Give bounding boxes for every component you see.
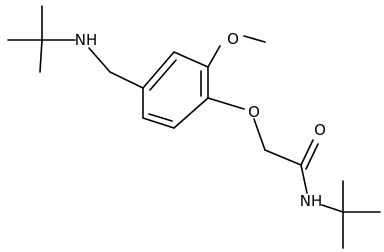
- carbonyl-bond: [305, 143, 319, 170]
- bond: [264, 149, 302, 166]
- oxyacetamide-chain: [207, 97, 319, 194]
- amine-tert-butyl-group: [7, 5, 76, 73]
- amide-tert-butyl-group: [321, 180, 381, 249]
- atom-label-group: NH O O O NH: [75, 30, 326, 210]
- bond: [142, 117, 175, 129]
- bond: [207, 97, 245, 110]
- bond: [39, 39, 43, 73]
- aromatic-inner-bond: [149, 59, 177, 91]
- bond: [109, 71, 144, 89]
- bond: [207, 45, 221, 68]
- benzene-ring: [142, 51, 209, 129]
- bond: [173, 97, 209, 129]
- benzyl-linker: [88, 47, 144, 89]
- bond: [173, 51, 209, 68]
- methoxy-group: [207, 35, 266, 68]
- bond: [243, 35, 266, 43]
- bond: [88, 47, 111, 73]
- amine-nh-label: NH: [75, 31, 98, 49]
- bond: [321, 204, 344, 213]
- bond: [300, 164, 308, 194]
- methoxy-oxygen-label: O: [227, 30, 239, 48]
- carbonyl-oxygen-label: O: [314, 121, 326, 139]
- amide-nh-label: NH: [300, 192, 323, 210]
- carbonyl-bond: [300, 139, 314, 166]
- aromatic-inner-bond: [148, 113, 173, 122]
- bond: [142, 51, 175, 89]
- bond: [253, 118, 266, 151]
- ether-oxygen-label: O: [248, 103, 260, 121]
